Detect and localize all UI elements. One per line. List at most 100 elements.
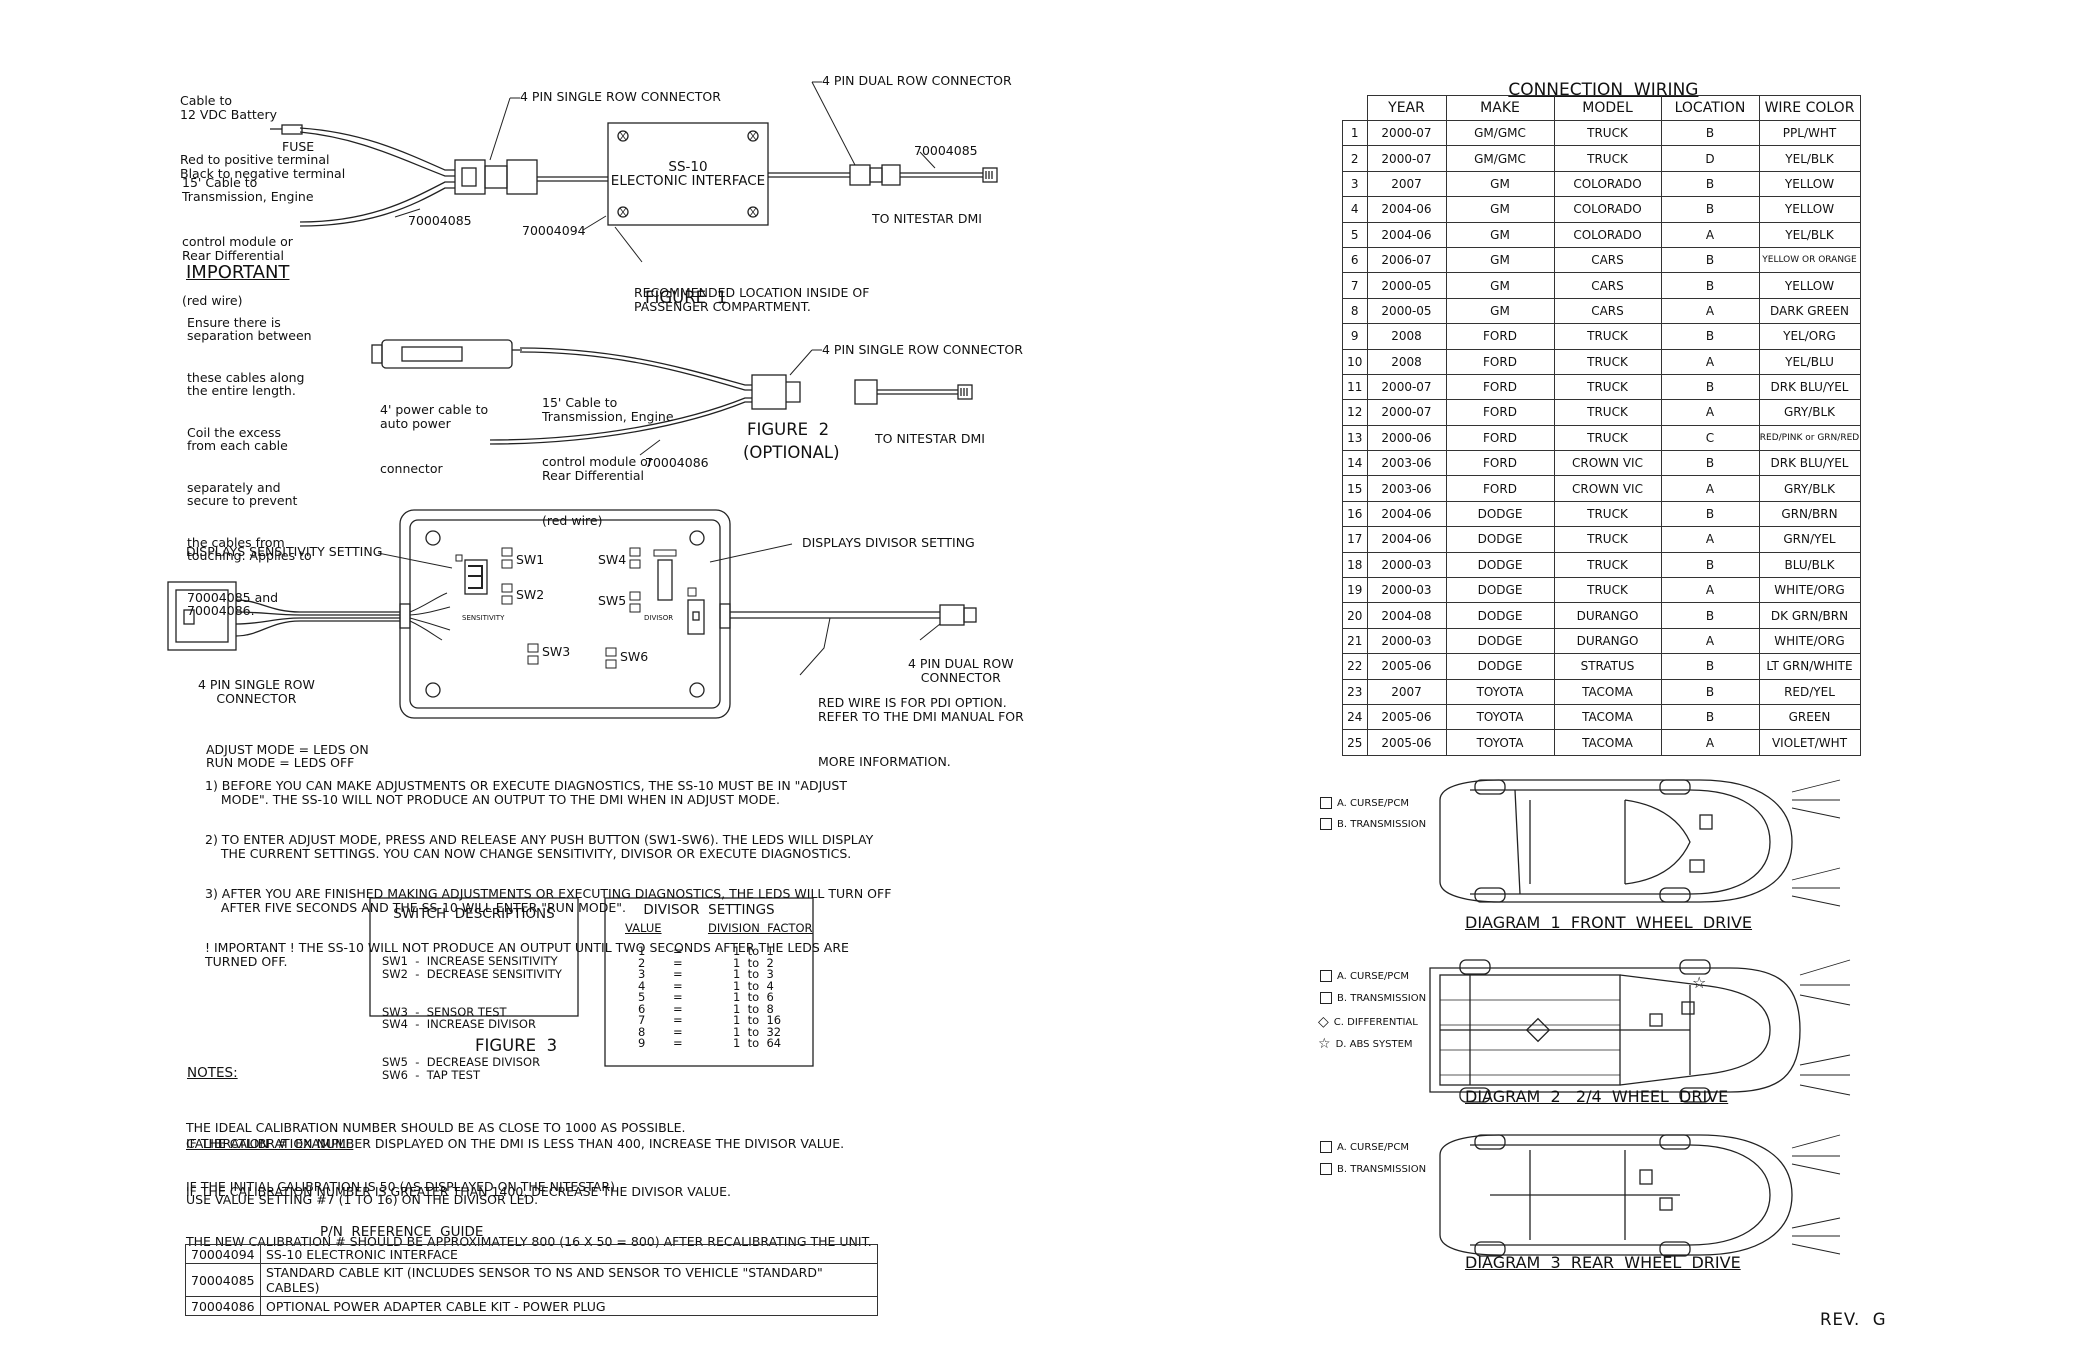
wire-color-cell: VIOLET/WHT [1758,729,1861,756]
year-cell: 2006-07 [1366,246,1447,274]
location-cell: B [1660,119,1760,147]
row-number-cell: 1 [1342,119,1368,147]
model-cell: TRUCK [1553,145,1662,172]
sw5-button: SW5 [598,593,627,608]
wire-color-cell: WHITE/ORG [1758,627,1861,655]
make-cell: GM [1445,246,1555,274]
location-cell: B [1660,450,1760,477]
wire-color-cell: GRN/YEL [1758,526,1861,553]
wire-color-cell: YEL/ORG [1758,323,1861,350]
ss10-title: SS-10 [668,159,708,175]
wire-color-cell: YELLOW [1758,170,1861,198]
square-marker-icon [1320,818,1332,830]
wire-color-cell: RED/YEL [1758,678,1861,705]
model-cell: TRUCK [1553,399,1662,426]
year-cell: 2004-08 [1366,602,1447,629]
divisor-equals: = [673,955,683,970]
diagram1-caption: DIAGRAM 1 FRONT WHEEL DRIVE [1465,913,1753,932]
make-cell: GM [1445,196,1555,223]
year-cell: 2005-06 [1366,653,1447,680]
location-cell: A [1660,221,1760,248]
pn-70004085-right-label: 70004085 [914,143,978,158]
row-number-cell: 24 [1342,703,1368,731]
d2-legend-d: ☆D. ABS SYSTEM [1318,1036,1413,1052]
divisor-label: DIVISOR [644,614,674,622]
diagram2-caption: DIAGRAM 2 2/4 WHEEL DRIVE [1465,1087,1729,1106]
wire-color-cell: YELLOW [1758,272,1861,299]
header-location: LOCATION [1660,95,1760,121]
make-cell: FORD [1445,348,1555,375]
model-cell: TRUCK [1553,119,1662,147]
location-cell: B [1660,196,1760,223]
year-cell: 2000-06 [1366,424,1447,452]
year-cell: 2003-06 [1366,475,1447,502]
notes-lines: THE IDEAL CALIBRATION NUMBER SHOULD BE A… [186,1120,845,1199]
pn-cell: 70004086 [185,1296,261,1316]
figure3-caption: FIGURE 3 [475,1036,558,1055]
divisor-equals: = [673,1036,683,1050]
year-cell: 2005-06 [1366,729,1447,756]
divisor-col-factor: DIVISION FACTOR [708,921,813,935]
calibration-example-title: CALIBRATION # EXAMPLE [186,1136,354,1151]
d1-legend-a: A. CURSE/PCM [1320,797,1409,809]
make-cell: GM/GMC [1445,119,1555,147]
d2-legend-c: ◇C. DIFFERENTIAL [1318,1014,1418,1030]
wire-color-cell: DRK BLU/YEL [1758,373,1861,401]
row-number-cell: 14 [1342,450,1368,477]
location-cell: A [1660,729,1760,756]
pn-desc-cell: OPTIONAL POWER ADAPTER CABLE KIT - POWER… [260,1296,878,1316]
d1-legend-b: B. TRANSMISSION [1320,818,1426,830]
wire-color-cell: WHITE/ORG [1758,577,1861,604]
row-number-cell: 7 [1342,272,1368,299]
fuse-label: FUSE [282,139,315,154]
figure2-drawing [371,339,973,456]
year-cell: 2004-06 [1366,221,1447,248]
divisor-factor: 1 to 8 [733,1001,774,1016]
make-cell: GM [1445,221,1555,248]
car-diagram-3 [1439,1134,1841,1257]
year-cell: 2004-06 [1366,196,1447,223]
make-cell: FORD [1445,475,1555,502]
divisor-value: 5 [638,990,646,1004]
year-cell: 2008 [1366,348,1447,375]
divisor-factor: 1 to 2 [733,955,774,970]
wire-color-cell: BLU/BLK [1758,551,1861,579]
location-cell: B [1660,323,1760,350]
make-cell: DODGE [1445,627,1555,655]
make-cell: TOYOTA [1445,678,1555,705]
fig1-to-dmi: TO NITESTAR DMI [872,211,982,226]
divisor-factor: 1 to 4 [733,978,774,993]
square-marker-icon [1320,992,1332,1004]
model-cell: DURANGO [1553,602,1662,629]
instructions: 1) BEFORE YOU CAN MAKE ADJUSTMENTS OR EX… [205,778,892,969]
wire-color-cell: YEL/BLU [1758,348,1861,375]
location-cell: A [1660,627,1760,655]
wire-color-cell: GRY/BLK [1758,475,1861,502]
make-cell: FORD [1445,424,1555,452]
year-cell: 2000-03 [1366,627,1447,655]
model-cell: TRUCK [1553,348,1662,375]
row-number-cell: 15 [1342,475,1368,502]
figure3-drawing [167,509,977,719]
pn-70004086-label: 70004086 [645,455,709,470]
model-cell: TRUCK [1553,323,1662,350]
wire-color-cell: YELLOW OR ORANGE [1758,246,1861,274]
pn-desc-cell: STANDARD CABLE KIT (INCLUDES SENSOR TO N… [260,1263,878,1297]
figure2-caption: FIGURE 2 [747,420,830,439]
pn-70004094-label: 70004094 [522,223,586,238]
divisor-value: 9 [638,1036,646,1050]
